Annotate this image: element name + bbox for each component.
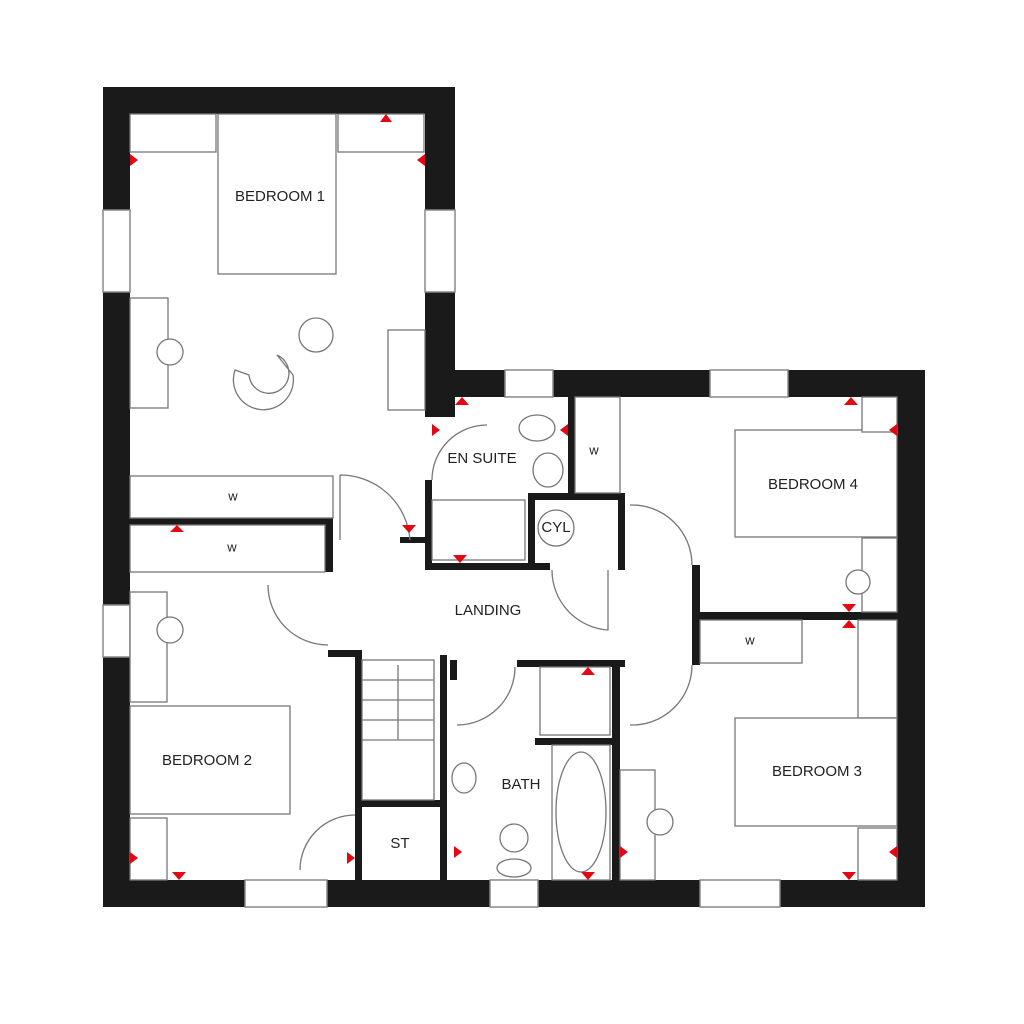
socket-markers xyxy=(130,114,897,880)
staircase xyxy=(361,659,435,801)
label-bed1-wardrobe: w xyxy=(227,488,238,503)
label-store: ST xyxy=(390,835,409,852)
interior-walls xyxy=(130,397,897,880)
windows xyxy=(102,209,789,908)
label-ensuite-wardrobe: w xyxy=(588,442,599,457)
label-bedroom-2: BEDROOM 2 xyxy=(162,752,252,769)
label-en-suite: EN SUITE xyxy=(447,450,516,467)
label-bed2-wardrobe: w xyxy=(226,539,237,554)
label-bedroom-4: BEDROOM 4 xyxy=(768,476,858,493)
door-swings xyxy=(267,424,693,871)
label-bedroom-3: BEDROOM 3 xyxy=(772,763,862,780)
furniture xyxy=(129,113,898,881)
room-labels: BEDROOM 1 EN SUITE w CYL BEDROOM 4 LANDI… xyxy=(162,188,862,852)
label-bedroom-1: BEDROOM 1 xyxy=(235,188,325,205)
label-bed4-wardrobe: w xyxy=(744,632,755,647)
label-landing: LANDING xyxy=(455,602,522,619)
label-bath: BATH xyxy=(502,776,541,793)
label-cylinder: CYL xyxy=(541,519,570,536)
